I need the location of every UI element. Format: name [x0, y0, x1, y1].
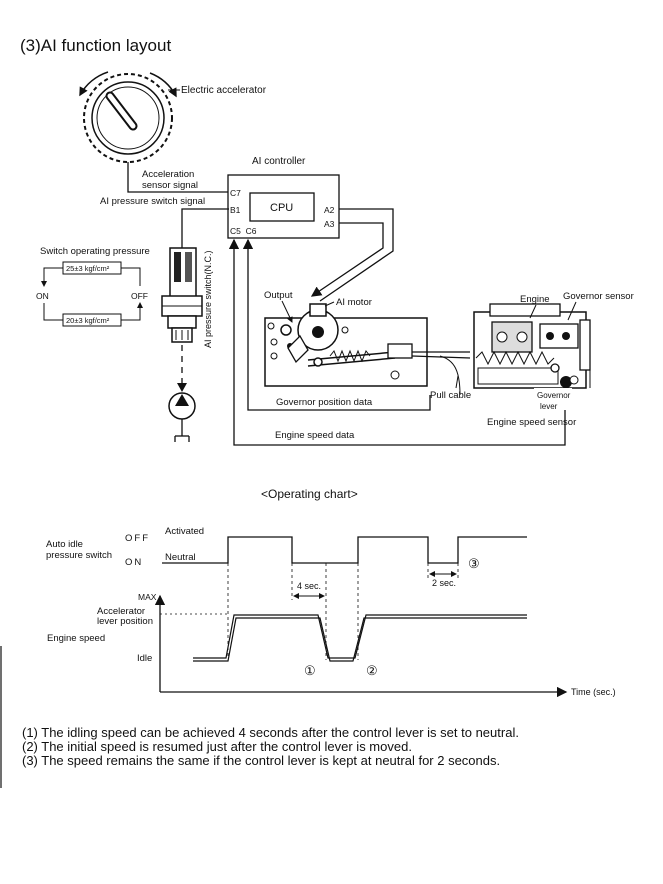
pull-cable-label: Pull cable — [430, 390, 471, 401]
engine-speed-curve-inner — [193, 617, 527, 662]
cpu-label: CPU — [270, 202, 293, 214]
switch-on-label: ON — [36, 291, 49, 301]
note-1: (1) The idling speed can be achieved 4 s… — [22, 725, 519, 740]
hydraulic-pump-icon — [168, 392, 196, 442]
pin-b1: B1 — [230, 205, 241, 215]
pin-a2: A2 — [324, 205, 335, 215]
notes-list: (1) The idling speed can be achieved 4 s… — [22, 726, 642, 768]
page-title: (3)AI function layout — [20, 36, 171, 55]
pin-a3: A3 — [324, 219, 335, 229]
output-label: Output — [264, 290, 293, 301]
governor-sensor-label: Governor sensor — [563, 291, 634, 302]
engine-illustration — [473, 303, 591, 389]
ai-motor-mechanism — [267, 303, 471, 396]
pressure-high-label: 25±3 kgf/cm² — [66, 264, 110, 273]
engine-speed-curve — [193, 614, 527, 659]
governor-lever-label-bg — [534, 388, 572, 410]
electric-accelerator-label: Electric accelerator — [181, 85, 267, 96]
governor-lever-label-2: lever — [540, 402, 558, 411]
engine-speed-data-label: Engine speed data — [275, 430, 355, 441]
switch-label-1: Auto idle — [46, 539, 83, 550]
accel-label-2: lever position — [97, 616, 153, 627]
activated-label: Activated — [165, 526, 204, 537]
governor-position-label: Governor position data — [276, 397, 373, 408]
pin-c5-c6: C5 C6 — [230, 226, 257, 236]
time-label: Time (sec.) — [571, 687, 616, 697]
pressure-switch-vertical-label: AI pressure switch(N.C.) — [203, 250, 213, 348]
marker-1: ① — [304, 663, 316, 678]
two-sec-label: 2 sec. — [432, 578, 456, 588]
switch-label-2: pressure switch — [46, 550, 112, 561]
chart-title: <Operating chart> — [261, 487, 358, 501]
on-label: ON — [125, 557, 143, 568]
ai-controller-title: AI controller — [252, 156, 306, 167]
note-3: (3) The speed remains the same if the co… — [22, 753, 501, 768]
marker-2: ② — [366, 663, 378, 678]
ai-motor-label: AI motor — [336, 297, 372, 308]
switch-pressure-title: Switch operating pressure — [40, 246, 150, 257]
engine-speed-label: Engine speed — [47, 633, 105, 644]
engine-speed-sensor-label: Engine speed sensor — [487, 417, 576, 428]
idle-label: Idle — [137, 653, 152, 664]
note-2: (2) The initial speed is resumed just af… — [22, 739, 412, 754]
accel-label-1: Accelerator — [97, 606, 145, 617]
engine-label: Engine — [520, 294, 550, 305]
pin-c7: C7 — [230, 188, 241, 198]
four-sec-label: 4 sec. — [297, 581, 321, 591]
neutral-label: Neutral — [165, 552, 196, 563]
cpu-box — [249, 192, 315, 222]
off-label: OFF — [125, 533, 150, 544]
pressure-low-label: 20±3 kgf/cm² — [66, 316, 110, 325]
acceleration-signal-label-2: sensor signal — [142, 180, 198, 191]
max-label: MAX — [138, 592, 157, 602]
pressure-switch-signal-label: AI pressure switch signal — [100, 196, 205, 207]
governor-lever-label-1: Governor — [537, 391, 571, 400]
switch-signal-line — [162, 536, 527, 564]
acceleration-signal-label-1: Acceleration — [142, 169, 194, 180]
switch-off-label: OFF — [131, 291, 148, 301]
marker-3: ③ — [468, 556, 480, 571]
ai-pressure-switch — [161, 247, 203, 343]
electric-accelerator-dial — [79, 71, 177, 163]
